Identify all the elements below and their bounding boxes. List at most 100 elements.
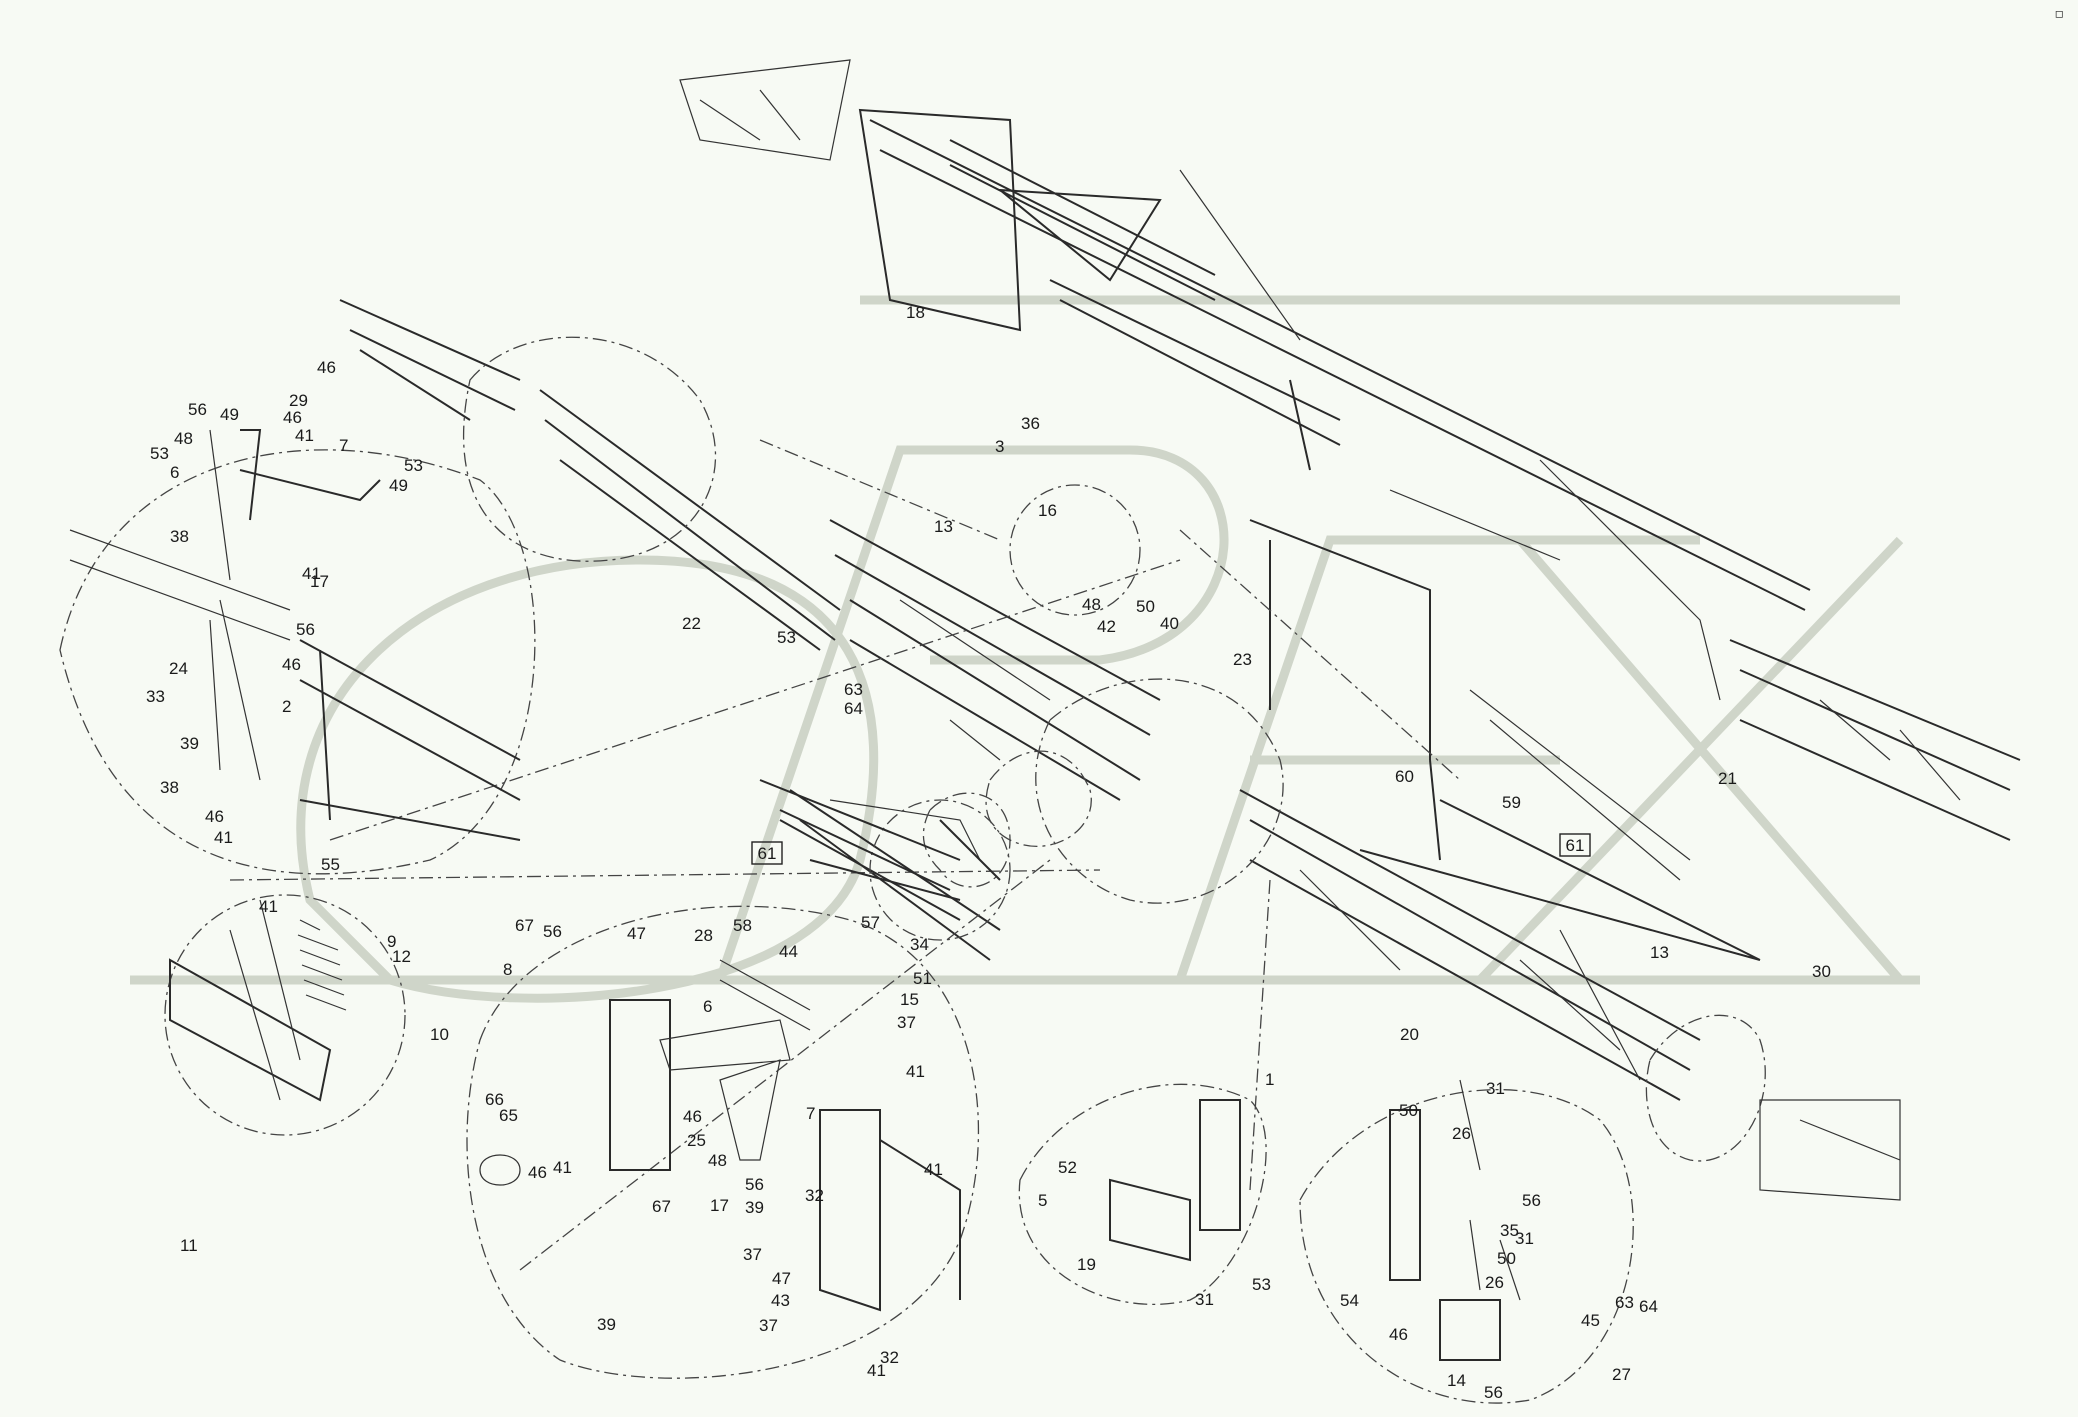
part-label: 53 (150, 444, 169, 463)
part-label: 6 (703, 997, 712, 1016)
part-label: 13 (934, 517, 953, 536)
part-label: 9 (387, 932, 396, 951)
page-number: 11 (180, 1236, 198, 1255)
part-label: 15 (900, 990, 919, 1009)
part-label: 41 (259, 897, 278, 916)
watermark (130, 295, 1920, 1003)
part-label: 25 (687, 1131, 706, 1150)
part-label: 24 (169, 659, 188, 678)
part-label: 56 (188, 400, 207, 419)
part-label: 38 (160, 778, 179, 797)
part-label: 6 (170, 463, 179, 482)
part-label: 41 (924, 1160, 943, 1179)
part-label: 31 (1486, 1079, 1505, 1098)
boom-section-lower (779, 789, 1001, 961)
part-label: 39 (180, 734, 199, 753)
part-label: 18 (906, 303, 925, 322)
part-label: 52 (1058, 1158, 1077, 1177)
part-label: 40 (1160, 614, 1179, 633)
boom-section-upper (858, 108, 2021, 841)
callout-61-text: 61 (758, 844, 777, 863)
part-label: 41 (295, 426, 314, 445)
part-label: 27 (1612, 1365, 1631, 1384)
part-label: 1 (1265, 1070, 1274, 1089)
part-label: 56 (745, 1175, 764, 1194)
part-label: 48 (174, 429, 193, 448)
part-label: 46 (528, 1163, 547, 1182)
part-label: 54 (1340, 1291, 1359, 1310)
part-label: 58 (733, 916, 752, 935)
part-label: 48 (1082, 595, 1101, 614)
part-label: 7 (339, 436, 348, 455)
part-label: 67 (652, 1197, 671, 1216)
boxed-callout-61-left: 61 (751, 841, 783, 865)
part-label: 65 (499, 1106, 518, 1125)
part-label: 56 (543, 922, 562, 941)
part-label: 51 (913, 969, 932, 988)
part-label: 17 (310, 572, 329, 591)
part-label: 56 (1484, 1383, 1503, 1402)
part-label: 7 (806, 1104, 815, 1123)
part-label: 64 (844, 699, 863, 718)
part-label: 47 (772, 1269, 791, 1288)
part-label: 41 (302, 564, 321, 583)
boom-section-middle (339, 299, 1761, 1101)
part-label: 46 (1389, 1325, 1408, 1344)
part-label: 46 (317, 358, 336, 377)
part-label: 60 (1395, 767, 1414, 786)
part-label: 66 (485, 1090, 504, 1109)
part-label: 44 (779, 942, 798, 961)
part-label: 13 (1650, 943, 1669, 962)
part-label: 12 (392, 947, 411, 966)
part-label: 3 (995, 437, 1004, 456)
part-label: 37 (897, 1013, 916, 1032)
part-label: 50 (1136, 597, 1155, 616)
part-label: 38 (170, 527, 189, 546)
part-label: 23 (1233, 650, 1252, 669)
part-label: 26 (1452, 1124, 1471, 1143)
part-label: 53 (404, 456, 423, 475)
detail-circles (59, 336, 1766, 1404)
detail-parts (69, 59, 1901, 1361)
part-label: 37 (759, 1316, 778, 1335)
part-label: 56 (296, 620, 315, 639)
part-label: 47 (627, 924, 646, 943)
part-label: 2 (282, 697, 291, 716)
part-label: 26 (1485, 1273, 1504, 1292)
part-label: 30 (1812, 962, 1831, 981)
part-label: 41 (906, 1062, 925, 1081)
part-label: 41 (867, 1361, 886, 1380)
part-label: 46 (283, 408, 302, 427)
part-label: 46 (205, 807, 224, 826)
part-label: 33 (146, 687, 165, 706)
part-label: 14 (1447, 1371, 1466, 1390)
part-label: 53 (777, 628, 796, 647)
part-label: 59 (1502, 793, 1521, 812)
part-label: 34 (910, 935, 929, 954)
part-label: 21 (1718, 769, 1737, 788)
part-label: 20 (1400, 1025, 1419, 1044)
part-label: 37 (743, 1245, 762, 1264)
part-label: 63 (1615, 1293, 1634, 1312)
part-label: 57 (861, 913, 880, 932)
corner-page-icon[interactable]: ▫ (2054, 6, 2065, 22)
part-label: 55 (321, 855, 340, 874)
part-label: 5 (1038, 1191, 1047, 1210)
part-label: 36 (1021, 414, 1040, 433)
part-label: 41 (553, 1158, 572, 1177)
part-label: 64 (1639, 1297, 1658, 1316)
part-label: 41 (214, 828, 233, 847)
part-label: 43 (771, 1291, 790, 1310)
part-label: 29 (289, 391, 308, 410)
part-label: 31 (1515, 1229, 1534, 1248)
callout-61-text: 61 (1566, 836, 1585, 855)
part-label: 8 (503, 960, 512, 979)
boxed-callout-61-right: 61 (1559, 833, 1591, 857)
part-label: 22 (682, 614, 701, 633)
part-label: 32 (880, 1348, 899, 1367)
part-label: 39 (597, 1315, 616, 1334)
part-label: 39 (745, 1198, 764, 1217)
part-label: 50 (1399, 1101, 1418, 1120)
